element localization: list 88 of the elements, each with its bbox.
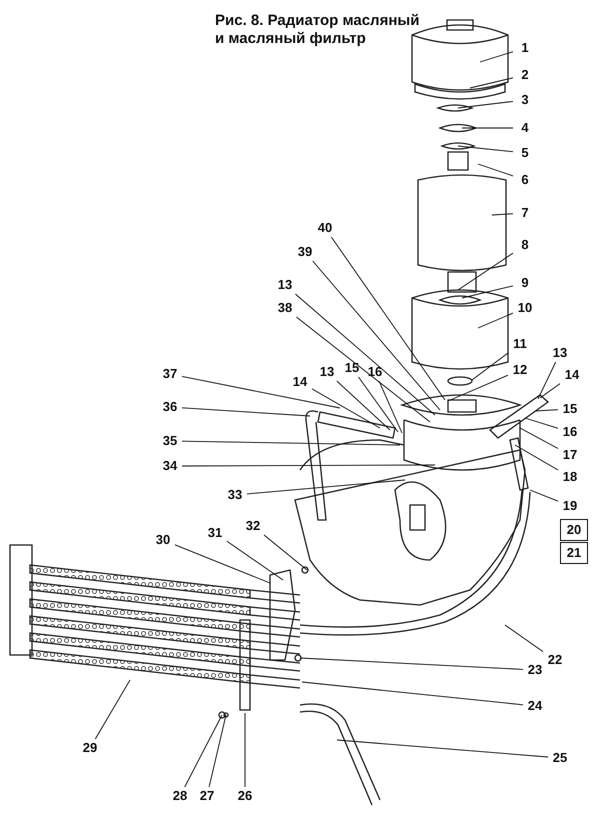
callout-number: 19 [559, 498, 581, 514]
leader-line [458, 146, 514, 152]
callout-number: 1 [514, 40, 536, 56]
callout-number: 29 [79, 740, 101, 756]
leader-line [312, 260, 440, 410]
leader-line [470, 77, 514, 88]
callout-number: 31 [204, 525, 226, 541]
callout-number: 28 [169, 788, 191, 804]
callout-number: 23 [524, 662, 546, 678]
callout-number: 25 [549, 750, 571, 766]
leader-line [378, 380, 402, 434]
callout-number: 16 [559, 424, 581, 440]
leader-line [478, 312, 514, 328]
leader-line [264, 534, 308, 570]
callout-number: 32 [242, 518, 264, 534]
callout-number: 2 [514, 67, 536, 83]
leader-line [296, 316, 430, 422]
callout-number: 21 [560, 542, 588, 564]
leader-line [478, 164, 514, 176]
callout-number: 27 [196, 788, 218, 804]
leader-line [182, 407, 310, 416]
figure-title: Рис. 8. Радиатор масляный и масляный фильтр [215, 12, 420, 48]
leader-line [94, 680, 130, 740]
callout-number: 30 [152, 532, 174, 548]
callout-number: 6 [514, 172, 536, 188]
leader-line [458, 252, 514, 290]
leader-line [226, 540, 284, 580]
callout-number: 39 [294, 244, 316, 260]
leader-line [174, 544, 270, 584]
leader-line [480, 51, 514, 62]
leader-line [182, 440, 400, 446]
callout-number: 22 [544, 652, 566, 668]
callout-number: 5 [514, 145, 536, 161]
leader-line [514, 444, 558, 470]
callout-number: 13 [549, 345, 571, 361]
leader-line [182, 376, 340, 408]
leader-line [246, 480, 406, 494]
callout-number: 36 [159, 399, 181, 415]
callout-number: 15 [559, 401, 581, 417]
callout-number: 33 [224, 487, 246, 503]
leader-line [538, 362, 556, 400]
leader-line [448, 374, 508, 402]
leader-line [300, 658, 524, 670]
callout-number: 15 [341, 360, 363, 376]
callout-number: 26 [234, 788, 256, 804]
leader-line [458, 100, 514, 108]
callout-number: 9 [514, 275, 536, 291]
callout-number: 11 [509, 336, 531, 352]
callout-number: 38 [274, 300, 296, 316]
callout-number: 13 [274, 277, 296, 293]
leader-line [208, 714, 226, 788]
callout-number: 8 [514, 237, 536, 253]
leader-line [294, 294, 436, 416]
callout-number: 13 [316, 364, 338, 380]
leader-line [540, 383, 560, 398]
callout-number: 4 [514, 120, 536, 136]
callout-number: 14 [561, 367, 583, 383]
leader-line [184, 714, 222, 788]
callout-number: 35 [159, 433, 181, 449]
callout-number: 16 [364, 364, 386, 380]
callout-number: 18 [559, 469, 581, 485]
callout-number: 24 [524, 698, 546, 714]
callout-number: 7 [514, 205, 536, 221]
leader-line [520, 428, 558, 449]
leader-line [534, 409, 558, 412]
leader-line [336, 740, 548, 758]
leader-line [530, 490, 558, 502]
leader-line [504, 624, 544, 652]
leader-line [244, 712, 246, 788]
leader-line [524, 418, 558, 429]
callout-number: 12 [509, 362, 531, 378]
callout-number: 20 [560, 519, 588, 541]
leader-line [182, 464, 436, 466]
callout-number: 3 [514, 92, 536, 108]
callout-number: 14 [289, 374, 311, 390]
callout-number: 40 [314, 220, 336, 236]
leader-line [330, 236, 446, 400]
callout-number: 10 [514, 300, 536, 316]
leader-line [492, 213, 514, 216]
leader-line [302, 682, 524, 706]
leader-line [336, 380, 390, 430]
leader-line [358, 376, 398, 432]
leader-line [472, 352, 508, 380]
callout-number: 37 [159, 366, 181, 382]
leader-line [312, 388, 380, 428]
leader-line [462, 285, 514, 298]
callout-number: 34 [159, 458, 181, 474]
callout-number: 17 [559, 447, 581, 463]
